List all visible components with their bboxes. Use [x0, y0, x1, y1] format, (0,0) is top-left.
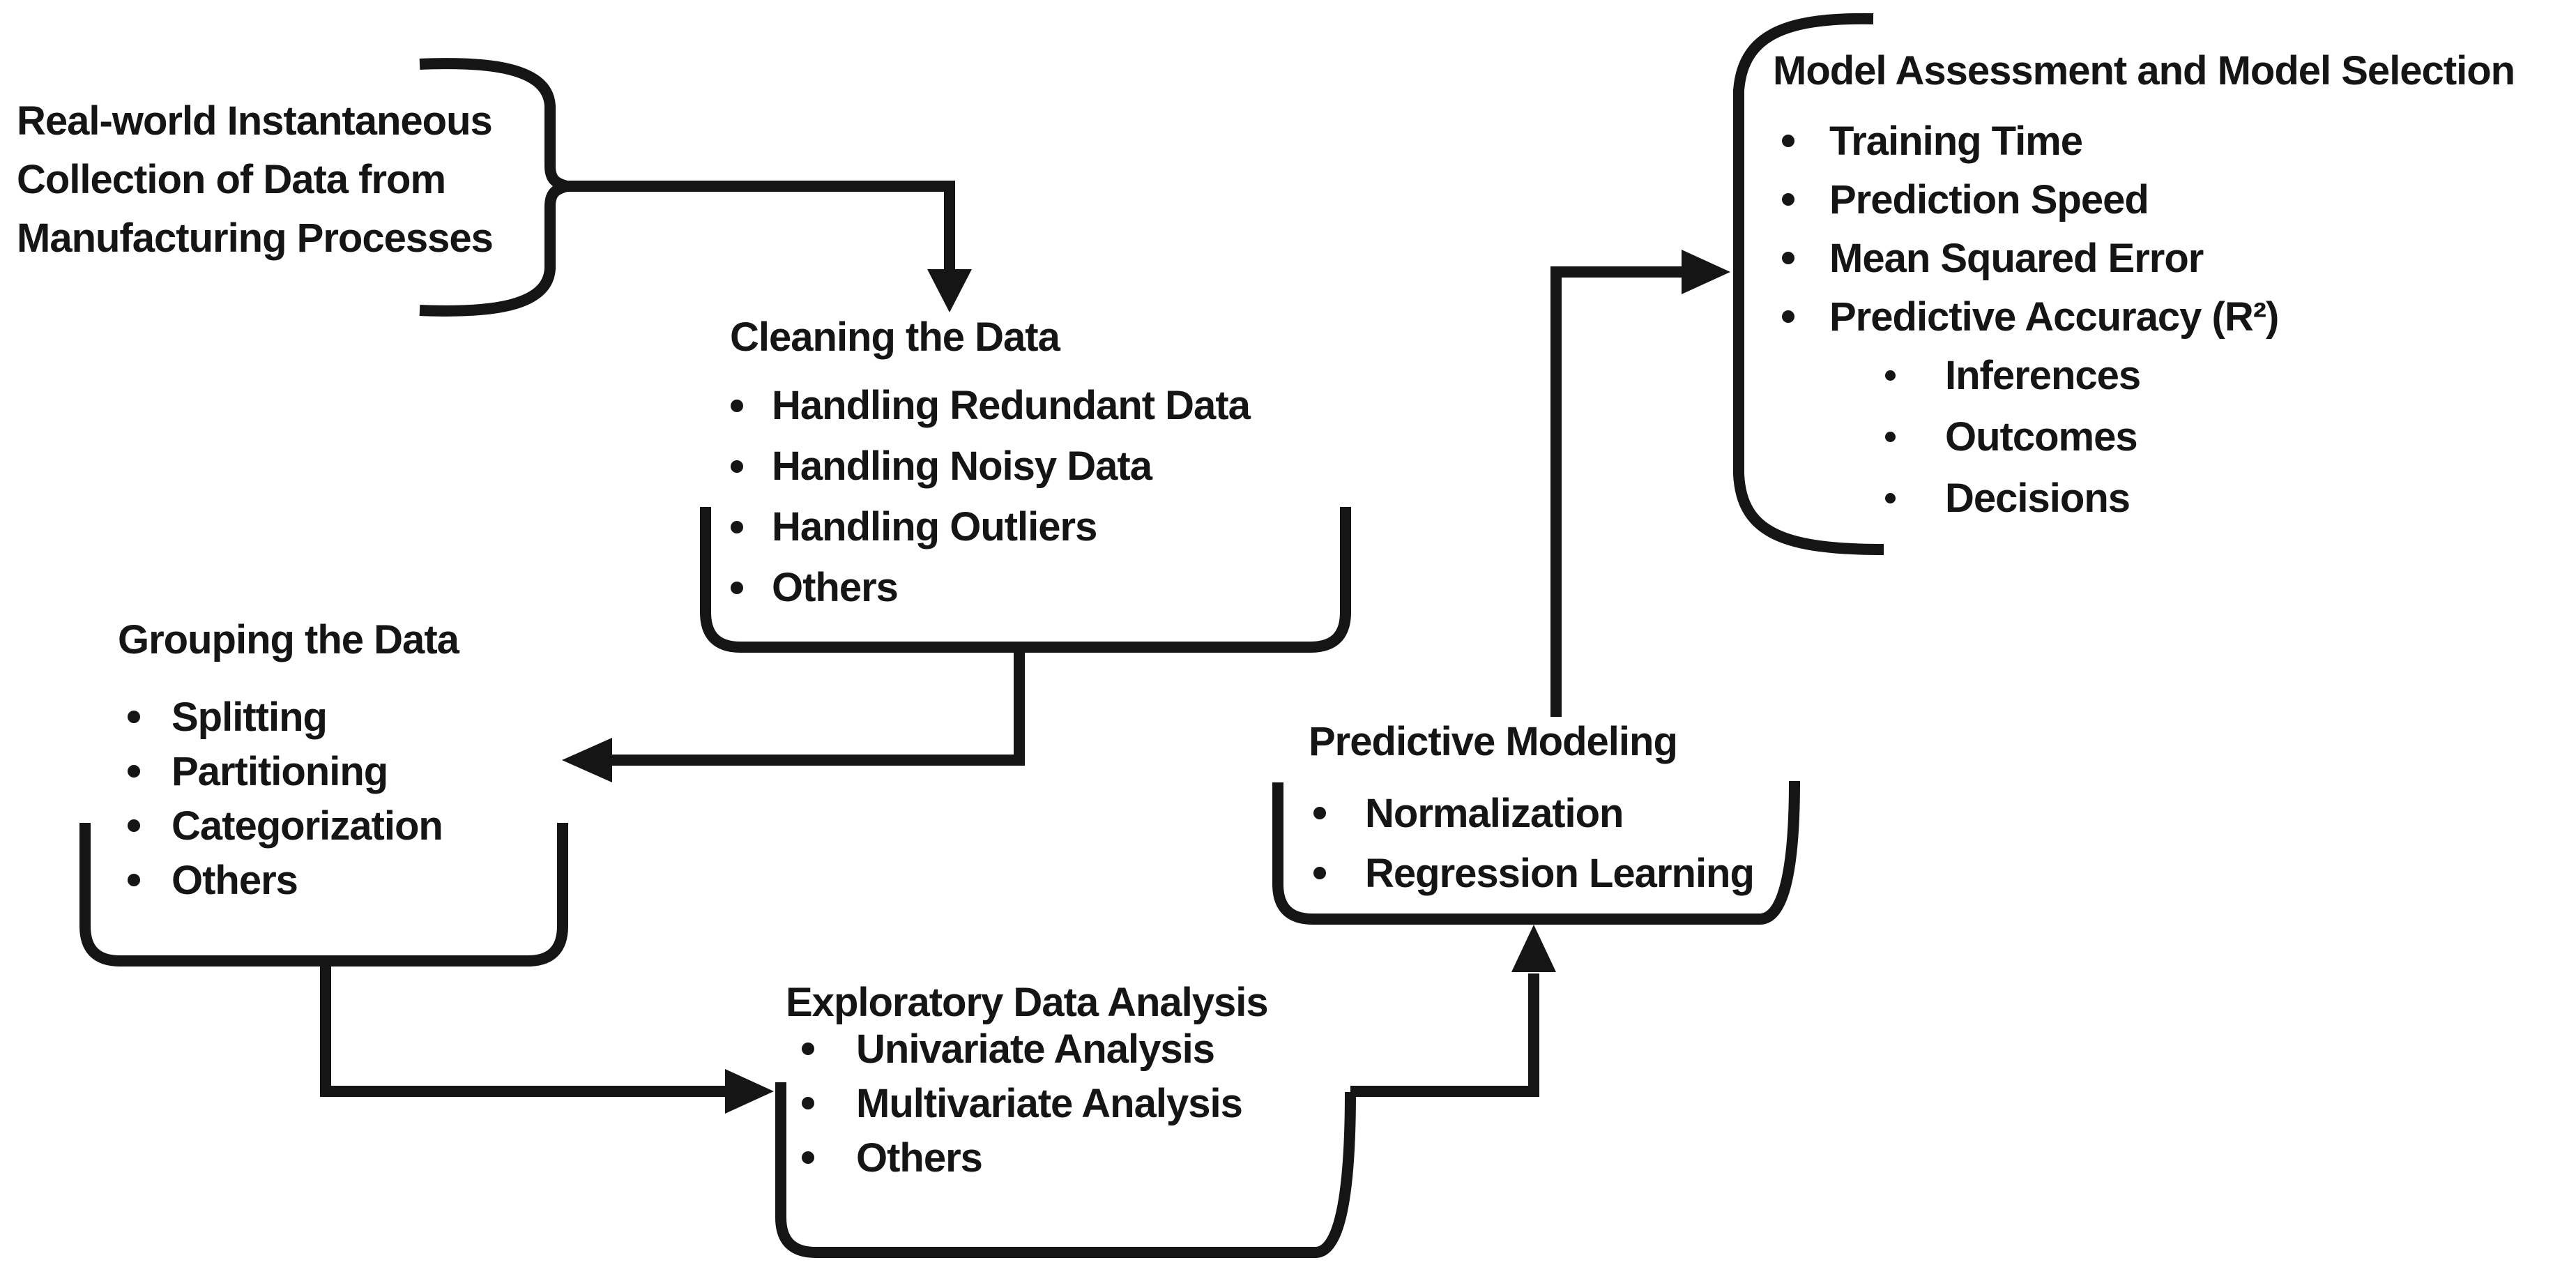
source-line: Manufacturing Processes — [17, 215, 494, 261]
eda-bracket — [775, 1082, 1356, 1258]
connector-source-to-cleaning — [567, 181, 955, 273]
list-item: Training Time — [1782, 112, 2278, 170]
list-item-label: Training Time — [1829, 118, 2083, 164]
bullet-dot-icon — [802, 1151, 814, 1164]
bullet-dot-icon — [1782, 193, 1794, 206]
bullet-dot-icon — [1313, 867, 1326, 879]
list-subitem-label: Outcomes — [1945, 414, 2138, 460]
list-item-label: Multivariate Analysis — [856, 1080, 1243, 1126]
list-item-label: Splitting — [172, 694, 328, 740]
list-subitem-label: Decisions — [1945, 475, 2131, 521]
bullet-dot-icon — [1782, 135, 1794, 147]
list-subitem: Inferences — [1885, 344, 2141, 406]
bullet-dot-icon — [802, 1097, 814, 1109]
list-item-label: Handling Redundant Data — [772, 383, 1251, 428]
list-item-label: Handling Noisy Data — [772, 444, 1152, 489]
bullet-dot-icon — [1885, 370, 1896, 381]
arrowhead-left-icon — [562, 738, 612, 782]
assessment-sublist: Inferences Outcomes Decisions — [1885, 344, 2141, 529]
connector-grouping-to-eda — [320, 961, 726, 1097]
list-item: Predictive Accuracy (R²) — [1782, 287, 2279, 346]
list-item: Others — [731, 557, 1250, 618]
predictive-title: Predictive Modeling — [1309, 719, 1678, 764]
list-item: Others — [802, 1130, 1242, 1185]
bullet-dot-icon — [731, 460, 743, 473]
bullet-dot-icon — [1313, 807, 1326, 819]
assessment-title: Model Assessment and Model Selection — [1773, 48, 2515, 93]
list-item-label: Regression Learning — [1365, 850, 1755, 896]
bullet-dot-icon — [731, 399, 743, 412]
bullet-dot-icon — [731, 581, 743, 594]
list-item-label: Others — [172, 857, 298, 903]
list-subitem-label: Inferences — [1945, 352, 2141, 398]
list-item: Partitioning — [128, 744, 443, 798]
assessment-list: Training Time Prediction Speed Mean Squa… — [1782, 112, 2279, 346]
list-item: Others — [128, 853, 443, 907]
grouping-title: Grouping the Data — [118, 617, 459, 662]
eda-title: Exploratory Data Analysis — [786, 980, 1269, 1025]
predictive-bracket — [1272, 780, 1800, 925]
list-item: Splitting — [128, 690, 443, 744]
list-item: Multivariate Analysis — [802, 1076, 1243, 1130]
list-item-label: Mean Squared Error — [1829, 235, 2204, 281]
arrowhead-right-icon-2 — [1682, 250, 1730, 294]
cleaning-title: Cleaning the Data — [730, 314, 1060, 360]
predictive-list: Normalization Regression Learning — [1313, 783, 1755, 903]
list-item-label: Handling Outliers — [772, 504, 1097, 549]
bullet-dot-icon — [1885, 431, 1896, 442]
list-item: Regression Learning — [1313, 843, 1755, 903]
bullet-dot-icon — [128, 711, 140, 723]
cleaning-list: Handling Redundant Data Handling Noisy D… — [731, 375, 1251, 618]
assessment-bracket — [1733, 13, 1884, 555]
connector-eda-to-predictive — [1350, 973, 1539, 1097]
list-item-label: Normalization — [1365, 790, 1624, 836]
connector-predictive-to-assessment — [1550, 266, 1683, 717]
bullet-dot-icon — [802, 1043, 814, 1055]
bullet-dot-icon — [731, 520, 743, 533]
list-item-label: Others — [856, 1135, 983, 1181]
connector-cleaning-to-grouping — [612, 647, 1025, 766]
list-item: Mean Squared Error — [1782, 229, 2278, 287]
list-item-label: Prediction Speed — [1829, 176, 2149, 222]
list-item: Handling Redundant Data — [731, 375, 1251, 436]
arrowhead-down-icon — [927, 269, 972, 312]
bullet-dot-icon — [1885, 492, 1896, 503]
eda-list: Univariate Analysis Multivariate Analysi… — [802, 1022, 1243, 1185]
list-item: Handling Noisy Data — [731, 436, 1250, 497]
list-item: Categorization — [128, 798, 443, 853]
list-item-label: Predictive Accuracy (R²) — [1829, 294, 2279, 340]
arrowhead-up-icon — [1511, 925, 1556, 972]
bullet-dot-icon — [1782, 310, 1794, 323]
arrowhead-right-icon — [725, 1069, 774, 1114]
source-line: Real-world Instantaneous — [17, 98, 493, 144]
grouping-list: Splitting Partitioning Categorization Ot… — [128, 690, 443, 907]
bullet-dot-icon — [128, 874, 140, 886]
cleaning-bracket — [700, 507, 1351, 653]
bullet-dot-icon — [128, 819, 140, 832]
list-item-label: Categorization — [172, 803, 443, 849]
list-item: Prediction Speed — [1782, 170, 2278, 229]
block-source: Real-world Instantaneous Collection of D… — [17, 92, 494, 268]
list-subitem: Outcomes — [1885, 406, 2140, 467]
source-line: Collection of Data from — [17, 157, 446, 202]
list-item-label: Partitioning — [172, 748, 388, 794]
bullet-dot-icon — [1782, 252, 1794, 264]
list-item-label: Univariate Analysis — [856, 1026, 1215, 1072]
list-item-label: Others — [772, 565, 899, 610]
bullet-dot-icon — [128, 765, 140, 778]
list-item: Univariate Analysis — [802, 1022, 1242, 1076]
list-item: Handling Outliers — [731, 497, 1250, 557]
list-subitem: Decisions — [1885, 467, 2140, 529]
list-item: Normalization — [1313, 783, 1754, 843]
